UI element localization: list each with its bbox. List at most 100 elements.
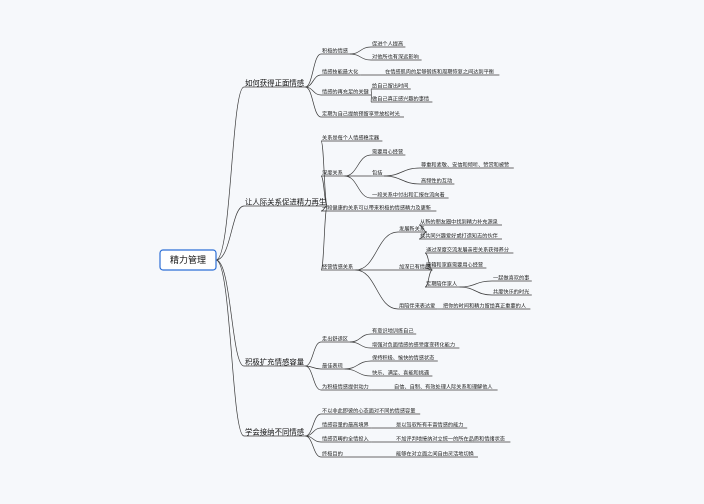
node-label: 情感范畴的全情投入 — [322, 434, 369, 442]
subtopic-node[interactable]: 最佳表现 — [321, 361, 345, 369]
subtopic-node[interactable]: 一段关系中付出和汇报在流向着 — [371, 190, 449, 198]
node-label: 尊重和素敬、安信和倾听、赞赏和被赞 — [421, 160, 509, 168]
node-label: 情感容量的最高境界 — [322, 420, 369, 428]
node-label: 情感技能最大化 — [322, 67, 358, 75]
connector-line — [370, 88, 372, 96]
connector-line — [344, 368, 372, 377]
subtopic-node[interactable]: 高频性的互动 — [420, 176, 455, 184]
subtopic-node[interactable]: 积极的情感 — [321, 46, 350, 54]
topic-node[interactable]: 学会接纳不同情感 — [244, 427, 306, 436]
subtopic-node[interactable]: 找共同兴趣爱好或打造知志的伙伴 — [419, 231, 502, 239]
subtopic-node[interactable]: 能够在对立面之间自由灵活地切换 — [395, 449, 478, 457]
connector-line — [424, 269, 433, 288]
node-label: 需要用心经营 — [372, 147, 403, 155]
node-label: 积极的情感 — [322, 46, 348, 54]
node-label: 学会接纳不同情感 — [245, 427, 305, 436]
node-label: 走出舒适区 — [322, 334, 348, 342]
connector-line — [320, 205, 328, 271]
node-label: 最佳表现 — [322, 361, 343, 369]
subtopic-node[interactable]: 需要用心经营 — [371, 147, 406, 155]
subtopic-node[interactable]: 走出舒适区 — [321, 334, 350, 342]
subtopic-node[interactable]: 经营情感关系 — [321, 262, 356, 270]
connector-line — [459, 286, 493, 296]
node-label: 不加评判地接纳对立统一的所在品质和情绪状态 — [396, 434, 505, 442]
subtopic-node[interactable]: 情感范畴的全情投入 — [321, 434, 372, 442]
subtopic-node[interactable]: 包括 — [371, 168, 384, 176]
node-label: 找共同兴趣爱好或打造知志的伙伴 — [420, 231, 498, 239]
subtopic-node[interactable]: 快乐、满足、喜能和挑遇 — [371, 368, 433, 376]
subtopic-node[interactable]: 有意识地训练自己 — [371, 326, 417, 334]
subtopic-node[interactable]: 从新的朋友圈中找到精力补充源泉 — [419, 217, 502, 225]
node-label: 为积极情感提供动力 — [322, 382, 369, 390]
subtopic-node[interactable]: 通过深度交流发展亲密关系获得养分 — [425, 245, 514, 253]
subtopic-node[interactable]: 定期陪伴家人 — [425, 279, 460, 287]
subtopic-node[interactable]: 定期为自己提前预留享受放松时光 — [321, 109, 404, 117]
connector-line — [355, 269, 399, 310]
subtopic-node[interactable]: 一段健康的关系可以带来积极的情感精力及更新 — [321, 203, 437, 211]
connector-line — [383, 175, 421, 185]
topic-node[interactable]: 如何获得正面情感 — [244, 78, 306, 87]
subtopic-node[interactable]: 情感技能最大化 — [321, 67, 361, 75]
node-label: 终极目的 — [322, 449, 343, 457]
subtopic-node[interactable]: 不加评判地接纳对立统一的所在品质和情绪状态 — [395, 434, 511, 442]
subtopic-node[interactable]: 关系是每个人情感稳定器 — [321, 133, 383, 141]
subtopic-node[interactable]: 增强对负面情感的感受度变转化能力 — [371, 340, 460, 348]
subtopic-node[interactable]: 终极目的 — [321, 449, 345, 457]
node-label: 一段健康的关系可以带来积极的情感精力及更新 — [322, 203, 431, 211]
root-node-label: 精力管理 — [170, 254, 206, 266]
connector-line — [305, 427, 322, 437]
subtopic-node[interactable]: 促进个人提高 — [371, 39, 406, 47]
root-node[interactable]: 精力管理 — [159, 249, 217, 271]
node-label: 自信、自制、有效处理人际关系和理解他人 — [394, 382, 493, 390]
node-label: 通过深度交流发展亲密关系获得养分 — [426, 245, 509, 253]
node-label: 快乐、满足、喜能和挑遇 — [372, 368, 429, 376]
subtopic-node[interactable]: 给自己留出时间 — [371, 81, 411, 89]
connector-line — [355, 231, 399, 271]
subtopic-node[interactable]: 情感容量的最高境界 — [321, 420, 372, 428]
subtopic-node[interactable]: 尊重和素敬、安信和倾听、赞赏和被赞 — [420, 160, 514, 168]
subtopic-node[interactable]: 在情感肌肉的足够锻练和周期恢复之间达到平衡 — [384, 67, 500, 75]
connector-line — [305, 74, 322, 88]
topic-node[interactable]: 积极扩充情感容量 — [244, 357, 306, 366]
subtopic-node[interactable]: 不以非此即彼的心态面对不同的情感容量 — [321, 406, 421, 414]
subtopic-node[interactable]: 深度关系 — [321, 168, 345, 176]
subtopic-node[interactable]: 自信、自制、有效处理人际关系和理解他人 — [393, 382, 498, 390]
node-label: 共度快乐的时光 — [493, 287, 529, 295]
subtopic-node[interactable]: 做自己真正感兴趣的事情 — [371, 94, 433, 102]
connector-line — [215, 259, 245, 437]
connector-line — [424, 252, 433, 271]
subtopic-node[interactable]: 为积极情感提供动力 — [321, 382, 372, 390]
node-label: 情感的再充足的关键 — [322, 87, 369, 95]
subtopic-node[interactable]: 暗箱和家庭需要用心经营 — [425, 260, 487, 268]
connector-line — [344, 360, 372, 370]
node-label: 积极扩充情感容量 — [245, 357, 305, 366]
subtopic-node[interactable]: 发展新关系 — [398, 224, 427, 232]
subtopic-node[interactable]: 情感的再充足的关键 — [321, 87, 372, 95]
subtopic-node[interactable]: 一起做喜欢的事 — [492, 273, 532, 281]
subtopic-node[interactable]: 是以驾驭所有丰富情感的能力 — [395, 420, 468, 428]
subtopic-node[interactable]: 加深已有情感 — [398, 262, 433, 270]
subtopic-node[interactable]: 用陪伴来表达爱 — [398, 301, 438, 309]
node-label: 定期为自己提前预留享受放松时光 — [322, 109, 400, 117]
node-label: 一起做喜欢的事 — [493, 273, 529, 281]
connector-line — [344, 154, 372, 177]
node-label: 保持积极、愉快的情感状态 — [372, 353, 434, 361]
node-label: 做自己真正感兴趣的事情 — [372, 94, 429, 102]
node-label: 把你的时间和精力留给真正重要的人 — [443, 301, 526, 309]
subtopic-node[interactable]: 保持积极、愉快的情感状态 — [371, 353, 438, 361]
node-label: 关系是每个人情感稳定器 — [322, 133, 380, 141]
topic-node[interactable]: 让人际关系促进精力再生 — [244, 197, 328, 206]
node-label: 是以驾驭所有丰富情感的能力 — [396, 420, 463, 428]
subtopic-node[interactable]: 对他所也有深远影响 — [371, 52, 422, 60]
connector-line — [305, 365, 322, 391]
connector-line — [305, 86, 322, 118]
connector-line — [305, 53, 322, 88]
subtopic-node[interactable]: 共度快乐的时光 — [492, 287, 532, 295]
node-label: 定期陪伴家人 — [426, 279, 457, 287]
node-label: 增强对负面情感的感受度变转化能力 — [372, 340, 455, 348]
node-label: 加深已有情感 — [399, 262, 430, 270]
node-label: 在情感肌肉的足够锻练和周期恢复之间达到平衡 — [385, 67, 494, 75]
node-label: 有意识地训练自己 — [372, 326, 414, 334]
subtopic-node[interactable]: 把你的时间和精力留给真正重要的人 — [442, 301, 531, 309]
